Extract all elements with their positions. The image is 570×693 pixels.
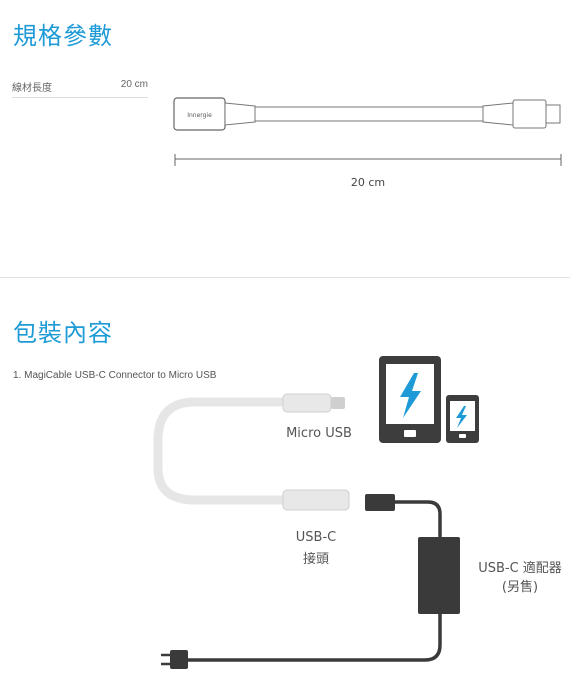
section-divider xyxy=(0,277,570,278)
micro-usb-connector-shape xyxy=(512,99,547,129)
spec-section-title: 規格參數 xyxy=(13,22,113,50)
package-section-title: 包裝內容 xyxy=(13,319,113,347)
phone-bolt-icon xyxy=(456,406,467,428)
cable-body xyxy=(254,106,484,122)
adapter-sold-separately-label: (另售) xyxy=(501,580,539,595)
adapter-usb-c-plug xyxy=(365,494,395,511)
spec-row-cable-length: 線材長度 20 cm xyxy=(12,79,148,98)
spec-row-label: 線材長度 xyxy=(12,83,52,94)
spec-row-value: 20 cm xyxy=(120,79,148,90)
brand-text: Innergie xyxy=(187,112,212,119)
usb-c-label: USB-C xyxy=(295,530,337,545)
usb-c-connector-label: 接頭 xyxy=(302,552,329,567)
adapter-brick xyxy=(418,537,460,614)
dimension-label: 20 cm xyxy=(351,176,385,189)
adapter-label: USB-C 適配器 xyxy=(478,561,562,576)
package-item: 1. MagiCable USB-C Connector to Micro US… xyxy=(13,370,217,381)
micro-usb-label: Micro USB xyxy=(286,426,352,441)
power-plug xyxy=(170,650,188,669)
usb-c-receptacle xyxy=(282,489,350,511)
micro-usb-plug xyxy=(282,393,332,413)
tablet-bolt-icon xyxy=(400,373,421,418)
